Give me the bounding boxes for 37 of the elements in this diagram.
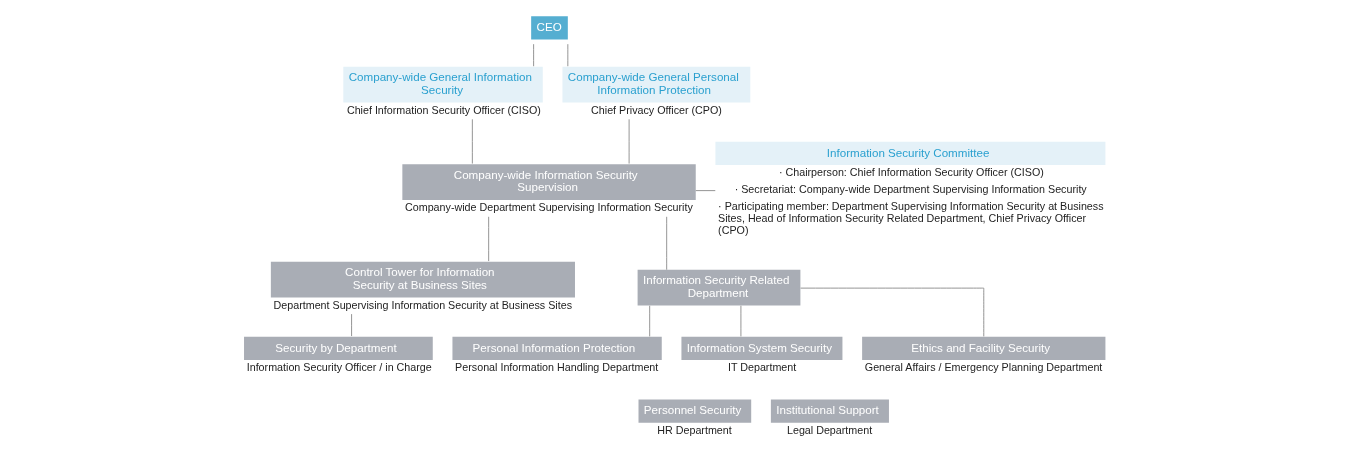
node-label: HR Department [656,424,732,437]
connector [665,216,667,271]
node-box: Information System Security [680,336,842,361]
node-box: Ethics and Facility Security [861,336,1105,361]
connector [648,305,650,337]
connector [532,43,534,67]
node-box: CEO [530,16,568,40]
connector [694,190,716,192]
node-label: · Participating member: Department Supervising Information Security at Business Sites, Head of Information Security Related Department, Chief Privacy Officer (CPO) [717,200,1104,236]
node-box: Institutional Support [770,399,889,423]
node-label: Chief Privacy Officer (CPO) [590,103,722,116]
node-label: Personal Information Handling Department [454,361,658,374]
node-label: Department Supervising Information Security at Business Sites [273,298,572,311]
node-box: Information Security Related Department [637,269,800,306]
connector [487,216,489,262]
node-box: Company-wide General Information Security [342,66,543,103]
node-box: Control Tower for Information Security at Business Sites [270,261,575,298]
node-label: · Secretariat: Company-wide Department Supervising Information Security [734,183,1087,196]
node-box: Personal Information Protection [451,336,662,361]
node-box: Personnel Security [638,399,751,423]
node-box: Information Security Committee [714,141,1105,166]
node-label: Information Security Officer / in Charge [246,361,432,374]
node-box: Security by Department [243,336,433,361]
connector [566,43,568,67]
node-box: Company-wide General Personal Information Protection [561,66,750,103]
connector [739,305,741,337]
node-label: Legal Department [786,424,872,437]
node-label: · Chairperson: Chief Information Security Officer (CISO) [778,166,1044,179]
connector [471,118,473,164]
connector [628,118,630,164]
node-box: Company-wide Information Security Supervision [401,164,696,200]
connector [350,313,352,337]
connector [799,287,984,337]
node-label: General Affairs / Emergency Planning Department [864,361,1102,374]
node-label: Company-wide Department Supervising Information Security [404,201,693,214]
node-label: Chief Information Security Officer (CISO) [346,103,541,116]
node-label: IT Department [727,361,796,374]
